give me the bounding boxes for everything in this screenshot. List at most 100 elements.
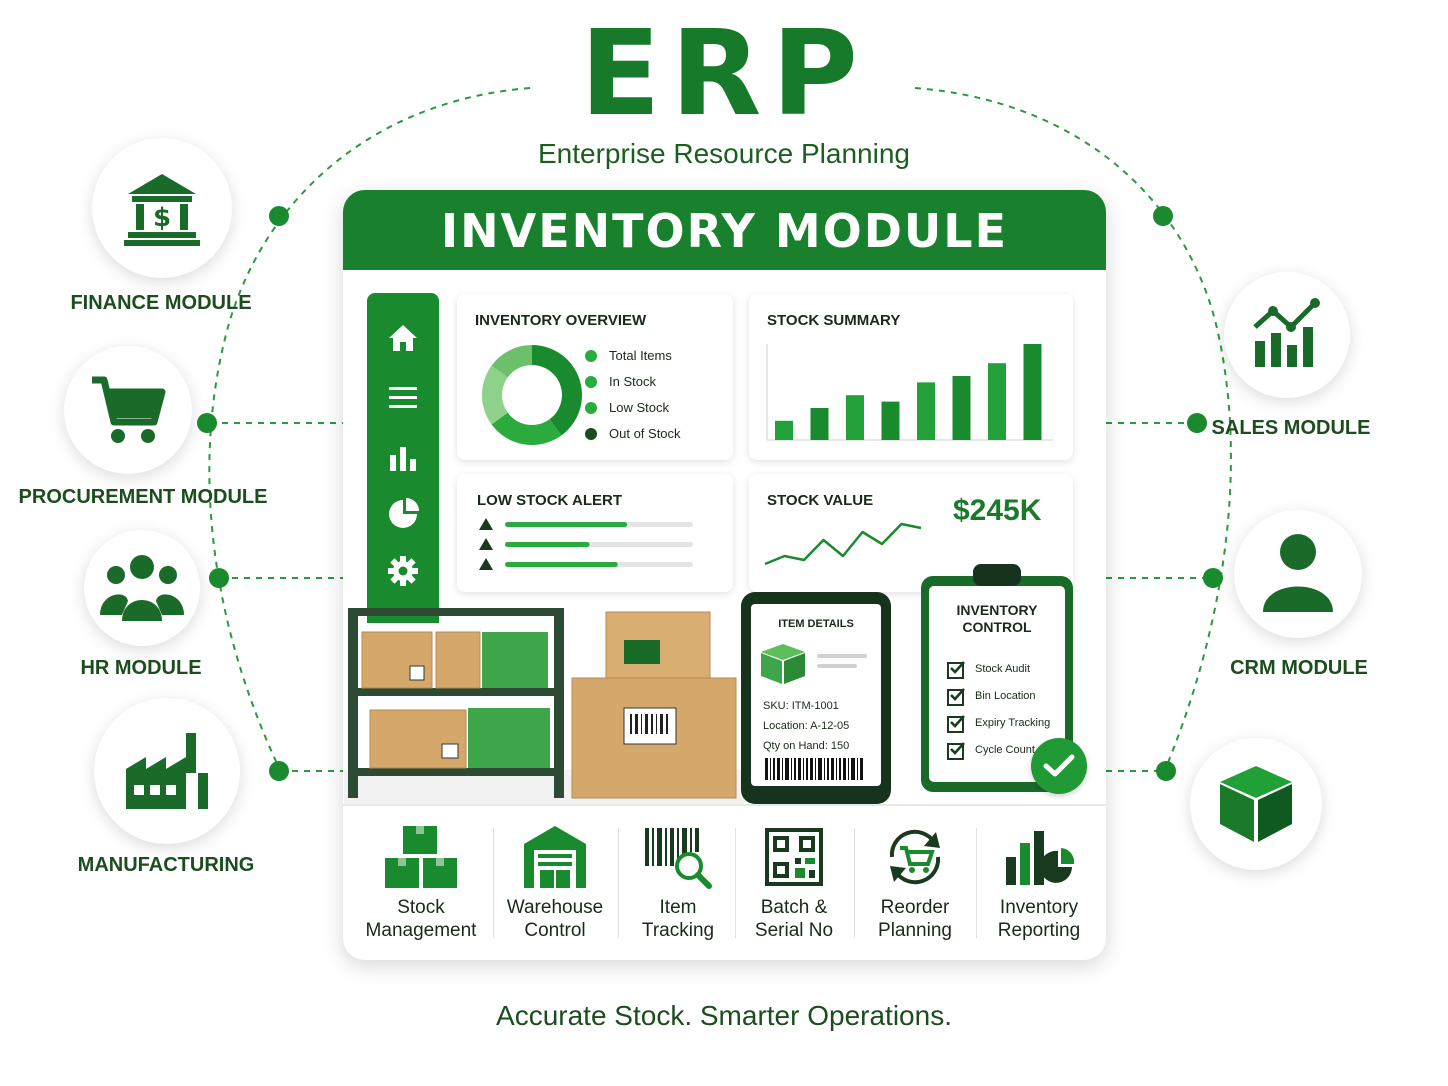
trend-line [764, 522, 922, 566]
stock-bar [1023, 344, 1042, 440]
gear-icon [388, 556, 418, 586]
connector-dot [197, 413, 217, 433]
crm-module-label: CRM MODULE [1230, 657, 1368, 679]
connector-dot [1203, 568, 1223, 588]
item-details-screen: ITEM DETAILS SKU: ITM-1001 Location: A-1… [751, 604, 881, 786]
hr-module-circle[interactable] [84, 530, 200, 646]
checklist-item: Cycle Count [975, 744, 1035, 756]
sidebar-item-home[interactable] [367, 323, 439, 353]
inventory-sidebar [367, 293, 439, 623]
report-chart-icon [1006, 831, 1074, 885]
stock-value-amount: $245K [953, 494, 1042, 527]
legend-item: In Stock [585, 374, 656, 389]
feature-label: Planning [878, 920, 952, 941]
connector-dot [209, 568, 229, 588]
legend-item: Low Stock [585, 400, 669, 415]
stock-bar [952, 376, 971, 440]
checkmark-icon [950, 742, 965, 755]
feature-label: Reporting [997, 920, 1081, 941]
low-stock-alert-title: LOW STOCK ALERT [477, 492, 622, 509]
checkbox[interactable] [947, 688, 965, 706]
warning-icon [479, 518, 493, 530]
procurement-module-circle[interactable] [64, 346, 192, 474]
connector-dot [269, 761, 289, 781]
barcode-icon [765, 758, 863, 780]
stock-value-trend-line [764, 522, 922, 566]
alert-level-bar [505, 522, 628, 527]
checkbox[interactable] [947, 715, 965, 733]
pie-chart-icon [389, 498, 419, 528]
crm-module-circle[interactable] [1234, 510, 1362, 638]
team-icon [100, 555, 184, 621]
qr-code-icon [765, 828, 823, 886]
sales-module-label: SALES MODULE [1211, 417, 1371, 439]
alert-level-bar [505, 542, 590, 547]
checkbox[interactable] [947, 742, 965, 760]
feature-batch-serial[interactable]: Batch &Serial No [734, 822, 854, 942]
finance-module-circle[interactable]: $ [92, 138, 232, 278]
sidebar-item-menu[interactable] [367, 385, 439, 411]
checkbox[interactable] [947, 661, 965, 679]
item-details-tablet: ITEM DETAILS SKU: ITM-1001 Location: A-1… [741, 592, 891, 804]
alert-level-bar [505, 562, 618, 567]
stock-bar [810, 408, 829, 440]
feature-label: Inventory [999, 897, 1079, 918]
checkmark-icon [950, 715, 965, 728]
manufacturing-module-circle[interactable] [94, 698, 240, 844]
sales-module-circle[interactable] [1224, 272, 1350, 398]
feature-label: Management [365, 920, 477, 941]
inventory-module-heading: INVENTORY MODULE [343, 190, 1106, 270]
inventory-overview-title: INVENTORY OVERVIEW [475, 312, 647, 329]
feature-label: Warehouse [506, 897, 604, 918]
donut-slice [491, 345, 532, 378]
donut-slice [482, 365, 508, 425]
item-box-icon [761, 644, 867, 684]
package-module-circle[interactable] [1190, 738, 1322, 870]
feature-separator [343, 804, 1106, 806]
sidebar-item-analytics[interactable] [367, 498, 439, 530]
warning-icon [479, 558, 493, 570]
low-stock-bars [479, 518, 693, 570]
inventory-donut-chart [482, 345, 582, 445]
checkmark-icon [1043, 754, 1075, 777]
low-stock-alert-panel: LOW STOCK ALERT [457, 474, 733, 592]
checklist-item: Stock Audit [975, 663, 1031, 675]
stock-bar [775, 420, 793, 440]
feature-label: Batch & [760, 897, 828, 918]
shelf-boxes [361, 631, 550, 769]
sidebar-item-reports[interactable] [367, 443, 439, 471]
feature-divider [976, 828, 977, 938]
stock-value-panel: STOCK VALUE $245K [749, 474, 1073, 592]
feature-label: Item [659, 897, 697, 918]
sales-chart-icon [1253, 298, 1320, 367]
menu-icon [389, 387, 417, 408]
procurement-module-label: PROCUREMENT MODULE [18, 486, 268, 508]
stock-summary-title: STOCK SUMMARY [767, 312, 901, 329]
warning-icon [479, 538, 493, 550]
clipboard-clip [973, 564, 1021, 586]
item-sku: SKU: ITM-1001 [763, 700, 839, 712]
feature-divider [493, 828, 494, 938]
cart-icon [92, 376, 166, 443]
manufacturing-module-label: MANUFACTURING [77, 854, 255, 876]
feature-label: Reorder [880, 897, 950, 918]
package-icon [1220, 766, 1292, 842]
feature-divider [618, 828, 619, 938]
stock-bar [881, 401, 900, 440]
sidebar-item-settings[interactable] [367, 555, 439, 587]
svg-text:$: $ [153, 203, 171, 233]
feature-divider [735, 828, 736, 938]
approved-check-badge [1031, 738, 1087, 794]
checkmark-icon [950, 688, 965, 701]
home-icon [389, 325, 417, 351]
stock-bar [988, 363, 1006, 440]
checklist-item: Expiry Tracking [975, 717, 1051, 729]
feature-label: Control [524, 920, 586, 941]
